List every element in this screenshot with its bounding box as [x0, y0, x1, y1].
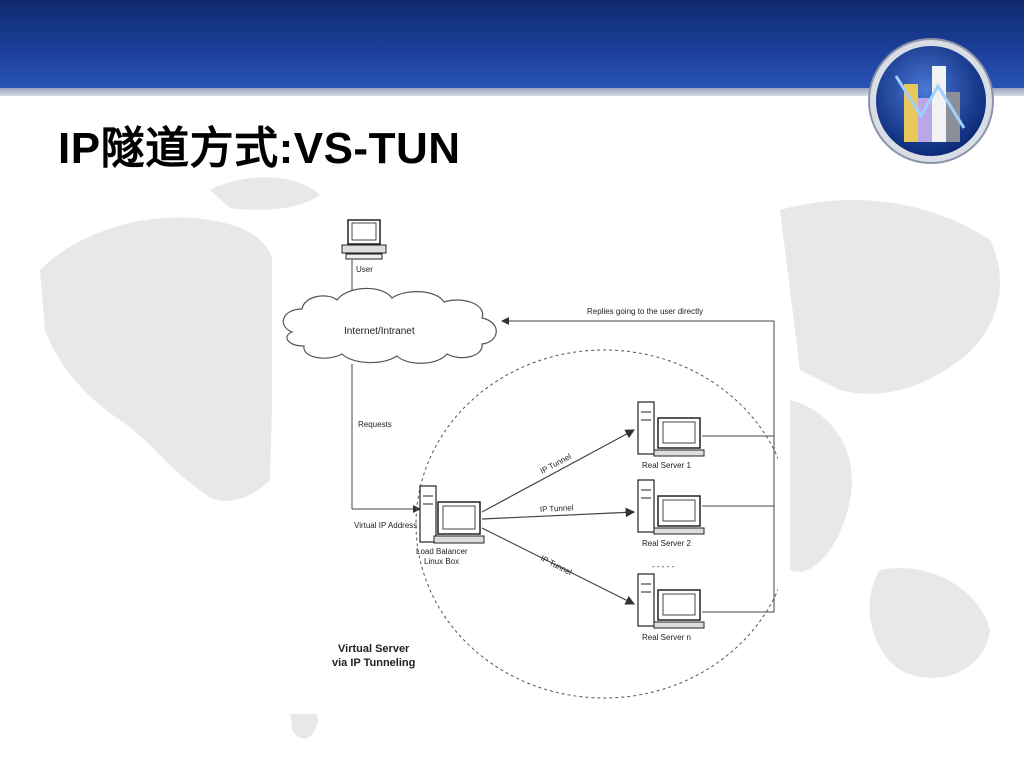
page-title: IP隧道方式:VS-TUN — [58, 124, 461, 173]
real-server-n-label: Real Server n — [642, 633, 691, 642]
chart-logo-icon — [868, 38, 994, 164]
header-bar — [0, 0, 1024, 92]
real-server-2-label: Real Server 2 — [642, 539, 691, 548]
internet-cloud-icon — [282, 287, 497, 364]
requests-label: Requests — [358, 420, 392, 429]
tunnel-arrow-1 — [481, 429, 636, 513]
diagram-caption-line2: via IP Tunneling — [332, 657, 415, 669]
header-stripe — [0, 88, 1024, 96]
real-server-n-icon — [637, 573, 705, 629]
load-balancer-label-line1: Load Balancer — [416, 547, 468, 556]
load-balancer-label-line2: Linux Box — [424, 557, 459, 566]
world-map-background — [40, 177, 1000, 739]
cloud-label: Internet/Intranet — [344, 326, 415, 337]
virtual-server-boundary — [415, 349, 778, 699]
virtual-ip-label: Virtual IP Address — [354, 521, 417, 530]
load-balancer-icon — [419, 485, 485, 544]
real-server-1-label: Real Server 1 — [642, 461, 691, 470]
real-server-1-icon — [637, 401, 705, 457]
replies-label: Replies going to the user directly — [587, 307, 703, 316]
user-label: User — [356, 265, 373, 274]
diagram-caption-line1: Virtual Server — [338, 643, 410, 655]
tunnel-arrow-2 — [481, 507, 636, 520]
servers-ellipsis: - - - - - — [652, 562, 675, 571]
tunnel-arrow-n — [481, 527, 636, 605]
user-computer-icon — [341, 219, 387, 260]
tunnel-label-n: IP Tunnel — [539, 554, 573, 577]
real-server-2-icon — [637, 479, 705, 535]
vs-tun-diagram: User Internet/Intranet Replies going to … — [282, 219, 778, 699]
tunnel-label-2: IP Tunnel — [540, 503, 574, 514]
